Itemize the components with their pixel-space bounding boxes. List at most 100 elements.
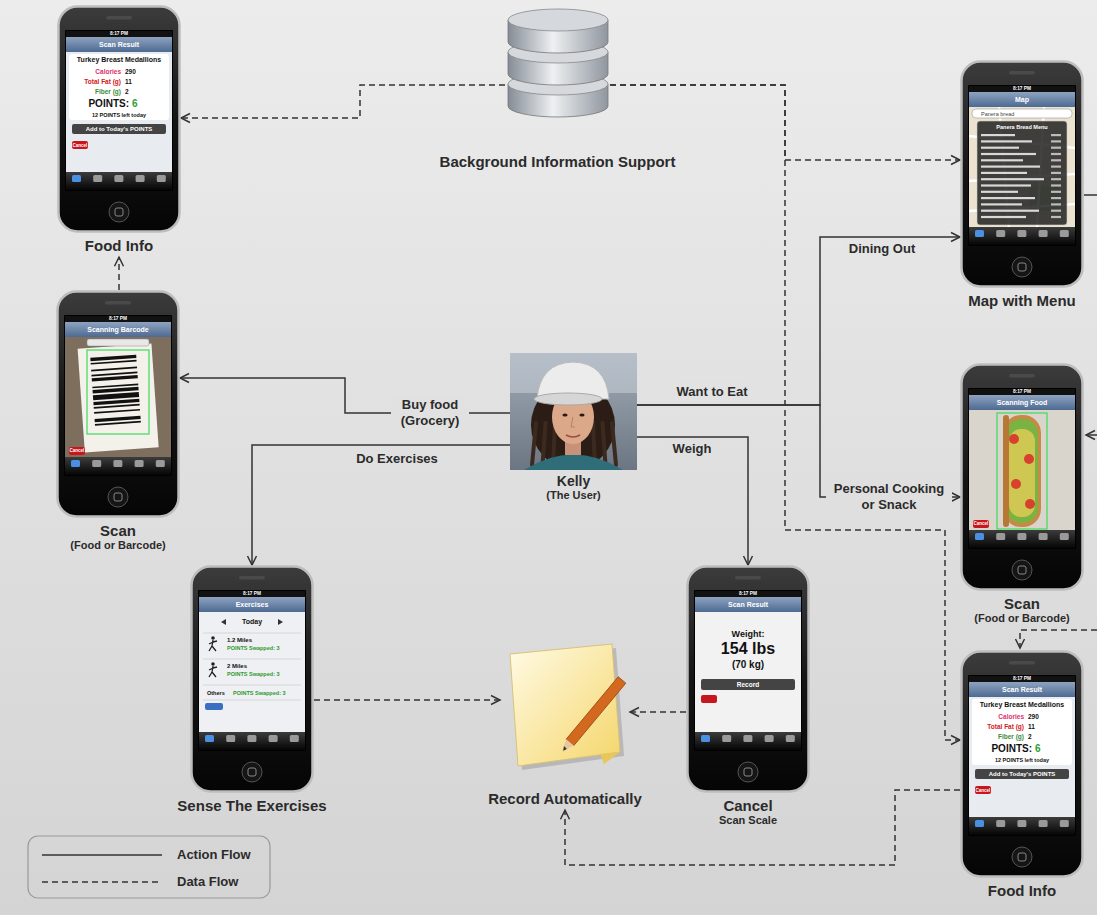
status-bar	[969, 389, 1075, 395]
node-caption: Record Automatically	[488, 790, 642, 807]
cancel-button	[701, 695, 717, 703]
flow-label: Dining Out	[846, 240, 918, 258]
phone-casing	[962, 62, 1083, 287]
home-button-mark	[744, 768, 752, 776]
screen-graphics	[66, 31, 172, 190]
phone-screen: 8:17 PMScanning BarcodeCancel	[65, 316, 171, 475]
tab-bar	[199, 732, 305, 750]
menu-row	[981, 191, 1018, 193]
status-bar	[199, 591, 305, 597]
menu-row	[981, 172, 1027, 174]
menu-price	[1051, 191, 1061, 193]
home-button	[108, 487, 128, 507]
phone-screen: 8:17 PMScan ResultTurkey Breast Medallio…	[969, 676, 1075, 835]
screen-text: 11	[1028, 723, 1035, 730]
phone-speaker	[1009, 661, 1035, 665]
tab-icon	[1039, 230, 1048, 237]
menu-price	[1051, 147, 1061, 149]
record-button	[701, 679, 795, 690]
tab-icon	[92, 460, 101, 467]
tab-bar	[65, 457, 171, 475]
menu-row	[981, 203, 1022, 205]
phone-speaker	[1009, 71, 1035, 75]
tab-icon	[135, 460, 144, 467]
photo-background	[510, 353, 637, 470]
screen-text: 8:17 PM	[109, 316, 127, 322]
flow-label: Buy food (Grocery)	[391, 396, 469, 429]
offpage-line	[1084, 194, 1097, 196]
cap-brim	[534, 393, 602, 405]
caption: Scan(Food or Barcode)	[974, 595, 1069, 625]
flow-label: Weigh	[670, 440, 715, 458]
menu-row	[981, 210, 1039, 212]
cheese	[1009, 429, 1035, 517]
phone-speaker	[105, 301, 131, 305]
add-button	[975, 769, 1069, 779]
screen-text: 8:17 PM	[243, 591, 261, 597]
lettuce	[1006, 419, 1038, 523]
screen-text: 6	[132, 98, 138, 110]
phone-screen-node: 8:17 PMScanning FoodCancelScan(Food or B…	[960, 363, 1084, 628]
node-caption: Kelly	[546, 473, 600, 489]
phone-screen-node: 8:17 PMScan ResultWeight:154 lbs(70 kg)R…	[686, 565, 810, 830]
search-field	[972, 109, 1072, 118]
label-paper	[78, 344, 159, 453]
screen-ground	[695, 591, 801, 750]
legend-text: Data Flow	[177, 874, 238, 890]
action-flow-arrow	[252, 445, 510, 565]
screen-text: POINTS Swapped: 3	[233, 690, 286, 696]
barcode-bar	[95, 421, 141, 426]
phone-casing	[962, 365, 1083, 590]
nav-bar	[65, 322, 171, 337]
screen-ground	[969, 676, 1075, 835]
tab-icon	[1060, 230, 1069, 237]
screen-text: Map	[1015, 96, 1029, 104]
screen-text: 290	[125, 68, 136, 75]
tab-icon	[1060, 533, 1069, 540]
menu-row	[981, 140, 1032, 142]
screen-ground	[199, 591, 305, 750]
tomato	[1011, 479, 1021, 489]
legend-sample-line	[42, 881, 162, 883]
barcode-bar	[94, 404, 140, 409]
nav-bar	[695, 597, 801, 612]
menu-price	[1051, 178, 1061, 180]
user-photo-node: Kelly(The User)	[510, 353, 637, 505]
home-button	[1012, 847, 1032, 867]
tab-icon	[1060, 820, 1069, 827]
menu-row	[981, 184, 1031, 186]
menu-price	[1051, 203, 1061, 205]
tab-icon	[113, 460, 122, 467]
user-photo	[510, 353, 638, 471]
menu-price	[1051, 172, 1061, 174]
dreadlock	[612, 423, 616, 465]
screen-text: POINTS Swapped: 3	[227, 645, 280, 651]
segmented-control	[87, 339, 149, 346]
flow-label: Do Exercises	[353, 450, 441, 468]
caption: Sense The Exercises	[177, 797, 326, 814]
screen-text: 8:17 PM	[1013, 389, 1031, 395]
legend-text: Action Flow	[177, 847, 251, 863]
tab-icon	[1017, 533, 1026, 540]
home-button-mark	[115, 208, 123, 216]
data-flow-arrow	[181, 85, 505, 118]
node-caption: Background Information Support	[440, 153, 676, 170]
barcode-bar	[92, 375, 138, 382]
home-button-mark	[248, 768, 256, 776]
barcode-bar	[91, 367, 137, 372]
tab-icon	[269, 735, 278, 742]
node-caption: Scan Scale	[719, 814, 777, 827]
legend-sample-line	[42, 854, 162, 856]
phone-screen-node: 8:17 PMExercisesToday1.2 MilesPOINTS Swa…	[190, 565, 314, 817]
tab-icon	[1039, 820, 1048, 827]
screen-text: Cancel	[976, 788, 991, 793]
tab-icon	[205, 735, 214, 742]
tab-icon	[1039, 533, 1048, 540]
screen-text: Calories	[95, 68, 121, 75]
result-card	[69, 54, 169, 120]
legend-box	[28, 836, 270, 898]
screen-text: Panera bread	[981, 111, 1014, 117]
status-bar	[65, 316, 171, 322]
status-bar	[969, 676, 1075, 682]
